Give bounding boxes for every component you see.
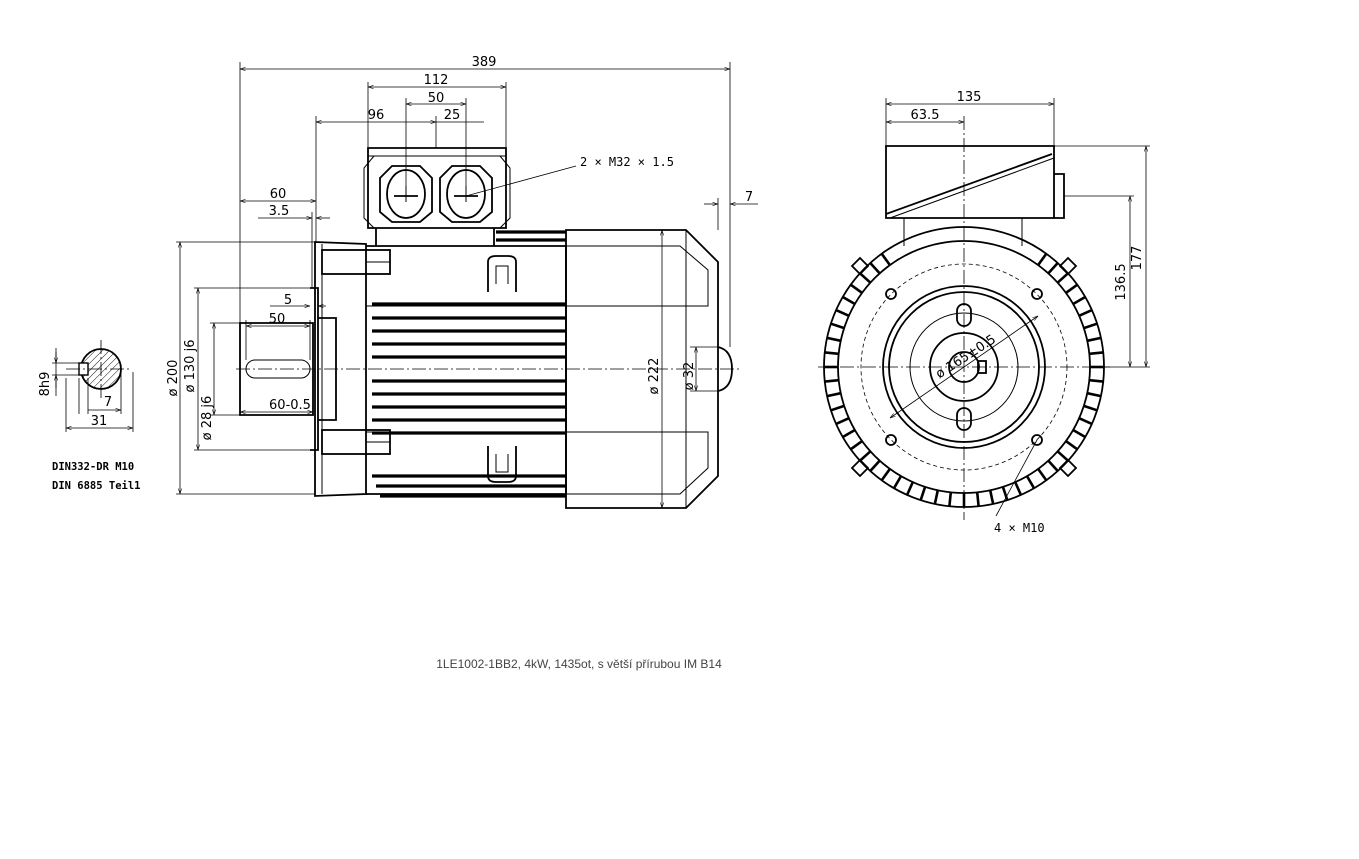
end-view-fin — [975, 492, 980, 507]
end-view-fin — [826, 336, 842, 343]
end-view-fin — [1001, 486, 1009, 501]
shaft-length-label: 60 — [270, 187, 287, 202]
key-width-label: 8h9 — [38, 372, 53, 397]
end-width-label: 135 — [957, 90, 982, 105]
end-half-label: 63.5 — [911, 108, 940, 123]
body-dia-label: ø 222 — [647, 358, 662, 395]
shaft-tolerance-label: 60-0.5 — [269, 398, 311, 413]
end-view-fin — [919, 486, 927, 501]
end-view-fin — [1047, 262, 1059, 275]
flange-dia-label: ø 200 — [166, 360, 181, 397]
gland-offset-label: 25 — [444, 108, 461, 123]
gland-spacing-label: 50 — [428, 91, 445, 106]
spigot-dia-label: ø 130 j6 — [183, 340, 198, 393]
end-view-fin — [1072, 428, 1086, 439]
end-view-fin — [849, 440, 863, 451]
overall-length-label: 389 — [472, 55, 497, 70]
end-view-fin — [1086, 391, 1102, 398]
din-note-1: DIN332-DR M10 — [52, 461, 134, 473]
din-note-2: DIN 6885 Teil1 — [52, 480, 141, 492]
end-view-fin — [1065, 440, 1079, 451]
end-view-fin — [880, 468, 891, 482]
end-view-fin — [880, 252, 891, 266]
shaft-cross-section — [52, 340, 134, 432]
end-view-fin — [1014, 481, 1023, 496]
end-view-fin — [905, 481, 914, 496]
key-depth-label: 7 — [104, 395, 112, 410]
drawing-caption: 1LE1002-1BB2, 4kW, 1435ot, s větší příru… — [436, 657, 722, 671]
cap-dia-label: ø 32 — [682, 362, 697, 391]
key-length-label: 50 — [269, 312, 286, 327]
rear-cap-label: 7 — [745, 190, 753, 205]
end-view-fin — [1078, 417, 1093, 426]
end-view-fin — [835, 308, 850, 317]
end-view-fin — [824, 378, 839, 383]
box-height-label: 177 — [1130, 246, 1145, 271]
side-view-dimensions — [176, 62, 758, 508]
flange-thickness-label: 3.5 — [269, 204, 290, 219]
spigot-label: 5 — [284, 293, 292, 308]
motor-side-view — [236, 147, 740, 509]
end-view-fin — [830, 322, 845, 330]
end-view-fin — [824, 351, 839, 356]
end-view-fin — [859, 272, 872, 284]
cable-glands-callout: 2 × M32 × 1.5 — [580, 155, 674, 169]
end-view-fin — [988, 489, 995, 505]
box-position-label: 96 — [368, 108, 385, 123]
end-view-fin — [1089, 378, 1104, 383]
end-view-fin — [1037, 468, 1048, 482]
end-view-fin — [1072, 295, 1086, 306]
end-view-fin — [1056, 272, 1069, 284]
end-view-fin — [933, 489, 940, 505]
end-view-fin — [892, 475, 903, 489]
mounting-holes-callout: 4 × M10 — [994, 521, 1045, 535]
end-view-fin — [1025, 475, 1036, 489]
end-view-fin — [842, 428, 856, 439]
end-view-fin — [948, 492, 953, 507]
end-view-fin — [1083, 404, 1098, 412]
end-view-fin — [1089, 351, 1104, 356]
end-view-fin — [1065, 283, 1079, 294]
end-view-fin — [1083, 322, 1098, 330]
end-view-fin — [1047, 459, 1059, 472]
end-view-fin — [1086, 336, 1102, 343]
end-view-fin — [826, 391, 842, 398]
centre-height-label: 136.5 — [1114, 263, 1129, 300]
shaft-height-label: 31 — [91, 414, 108, 429]
end-view-fin — [835, 417, 850, 426]
shaft-dia-label: ø 28 j6 — [200, 396, 215, 441]
end-view-fin — [830, 404, 845, 412]
end-view-fin — [869, 459, 881, 472]
box-width-label: 112 — [424, 73, 449, 88]
end-view-fins — [824, 252, 1104, 507]
end-view-fin — [1078, 308, 1093, 317]
end-view-fin — [869, 262, 881, 275]
end-view-fin — [1037, 252, 1048, 266]
end-view-dimensions — [885, 98, 1150, 517]
end-view-fin — [849, 283, 863, 294]
end-view-fin — [842, 295, 856, 306]
end-view-fin — [859, 450, 872, 462]
end-view-fin — [1056, 450, 1069, 462]
